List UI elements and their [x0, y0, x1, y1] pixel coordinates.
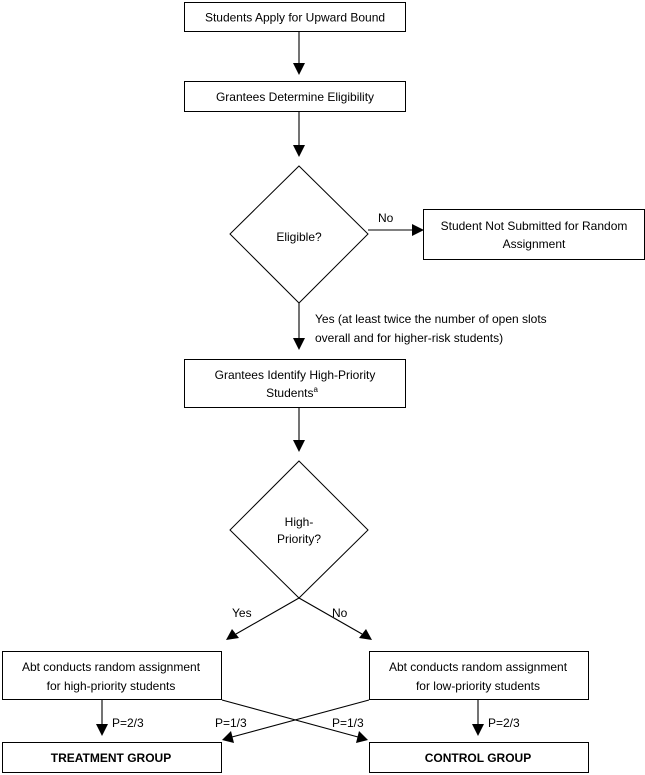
arrowhead — [96, 724, 108, 736]
node-control-group-label: CONTROL GROUP — [425, 751, 531, 765]
arrowhead — [359, 629, 372, 640]
node-treatment-group-label: TREATMENT GROUP — [51, 751, 171, 765]
edge-label-high-priority-no: No — [332, 606, 348, 620]
edge-apply-to-determine — [293, 32, 305, 75]
decision-eligible: Eligible? — [229, 165, 369, 304]
edge-ra-high-to-control: P=1/3 — [221, 699, 368, 743]
edge-ra-low-to-control: P=2/3 — [472, 700, 520, 736]
footnote-superscript: a — [313, 385, 318, 394]
node-ra-high-label-line1: Abt conducts random assignment — [22, 660, 201, 674]
edge-eligible-no: No — [368, 211, 424, 236]
edge-label-high-to-treatment: P=2/3 — [112, 716, 144, 730]
edge-high-priority-yes: Yes — [226, 597, 300, 640]
edge-label-eligible-no: No — [378, 211, 394, 225]
node-not-submitted: Student Not Submitted for Random Assignm… — [423, 209, 645, 260]
decision-high-priority-label-line1: High- — [285, 515, 314, 529]
node-identify-label-line1: Grantees Identify High-Priority — [215, 368, 376, 382]
edge-label-eligible-yes-line2: overall and for higher-risk students) — [315, 331, 503, 345]
arrowhead — [226, 629, 239, 640]
node-ra-high-label-line2: for high-priority students — [47, 679, 176, 693]
node-identify-label-line2-text: Students — [266, 386, 313, 400]
edge-label-high-priority-yes: Yes — [232, 606, 252, 620]
node-identify-label-line2: Studentsa — [266, 385, 318, 400]
node-ra-low-label-line2: for low-priority students — [416, 679, 540, 693]
decision-eligible-label: Eligible? — [276, 230, 322, 244]
node-determine-eligibility-label: Grantees Determine Eligibility — [216, 90, 374, 104]
node-not-submitted-label-line2: Assignment — [503, 237, 566, 251]
node-ra-high-priority: Abt conducts random assignment for high-… — [2, 651, 222, 700]
arrowhead — [222, 731, 234, 743]
edge-label-low-to-treatment: P=1/3 — [215, 716, 247, 730]
node-apply: Students Apply for Upward Bound — [184, 2, 406, 32]
arrowhead — [293, 145, 305, 157]
arrowhead — [472, 724, 484, 736]
edge-determine-to-eligible — [293, 112, 305, 157]
node-not-submitted-label-line1: Student Not Submitted for Random — [441, 219, 628, 233]
arrowhead — [293, 63, 305, 75]
edge-label-low-to-control: P=2/3 — [488, 716, 520, 730]
arrowhead — [412, 224, 424, 236]
arrowhead — [293, 440, 305, 452]
edge-high-priority-no: No — [298, 597, 372, 640]
edge-identify-to-high-priority — [293, 408, 305, 452]
node-identify-high-priority: Grantees Identify High-Priority Students… — [184, 359, 406, 408]
arrowhead — [293, 338, 305, 350]
decision-high-priority: High- Priority? — [229, 460, 369, 599]
arrowhead — [356, 731, 368, 743]
node-apply-label: Students Apply for Upward Bound — [205, 11, 385, 25]
edge-label-high-to-control: P=1/3 — [332, 716, 364, 730]
decision-high-priority-label-line2: Priority? — [277, 532, 321, 546]
node-determine-eligibility: Grantees Determine Eligibility — [184, 81, 406, 112]
node-control-group: CONTROL GROUP — [369, 742, 589, 773]
edge-ra-low-to-treatment: P=1/3 — [215, 699, 370, 743]
edge-ra-high-to-treatment: P=2/3 — [96, 700, 144, 736]
edge-eligible-yes: Yes (at least twice the number of open s… — [293, 303, 547, 350]
node-treatment-group: TREATMENT GROUP — [2, 742, 222, 773]
node-ra-low-label-line1: Abt conducts random assignment — [389, 660, 568, 674]
edge-label-eligible-yes-line1: Yes (at least twice the number of open s… — [315, 312, 547, 326]
node-ra-low-priority: Abt conducts random assignment for low-p… — [369, 651, 589, 700]
